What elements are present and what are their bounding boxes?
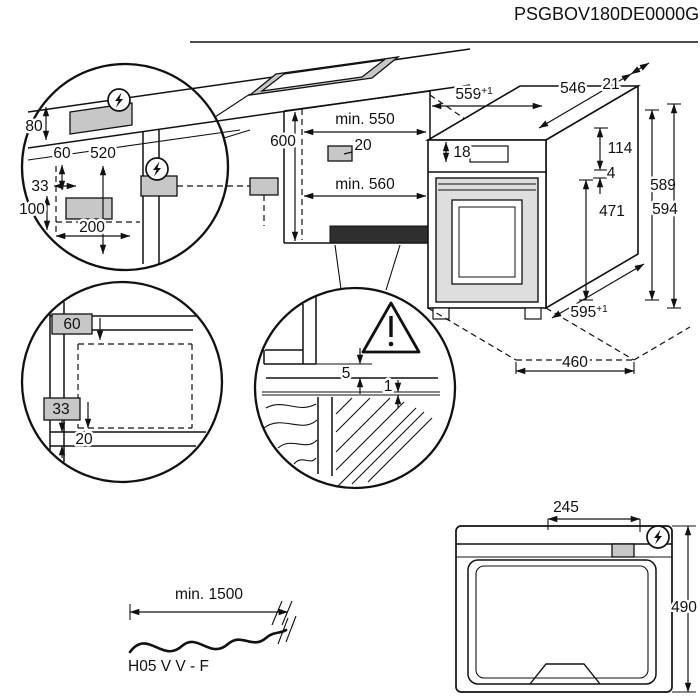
dim-door-height: 471 — [599, 203, 625, 220]
dim-niche-min-depth: min. 560 — [335, 176, 395, 193]
spacer-block — [327, 145, 353, 162]
break-mark — [281, 600, 293, 626]
warning-triangle-icon — [361, 301, 421, 354]
callout-front-detail: 60 33 20 — [20, 280, 224, 484]
counter-back-edge — [27, 48, 471, 113]
dim-33: 33 — [31, 178, 48, 195]
dim-top-clearance: 18 — [453, 144, 470, 161]
leader-to-gap-detail-2 — [385, 244, 401, 291]
connection-box — [611, 543, 635, 558]
mount-point-top — [51, 313, 93, 335]
leader-to-wall-detail — [214, 93, 251, 118]
plinth-band — [329, 225, 431, 244]
fan-housing — [529, 663, 601, 685]
part-code: PSGBOV180DE0000G — [514, 4, 699, 24]
floor-projection: 460 — [427, 307, 691, 375]
dim-bottom-width: 595+1 — [570, 304, 608, 321]
dim-niche-gap: 20 — [354, 137, 372, 154]
dim-height-a: 589 — [650, 177, 676, 194]
leader-to-wall-detail-2 — [223, 129, 251, 139]
kitchen-scene: min. 550 600 20 min. 560 — [27, 41, 698, 291]
dim-connection-offset: 245 — [553, 499, 579, 516]
dim-front-33: 33 — [52, 401, 69, 418]
oven-foot-right — [524, 307, 542, 320]
power-connection-icon — [145, 157, 169, 181]
cavity-inner — [475, 565, 649, 679]
dim-top-depth: 546 — [560, 80, 586, 97]
dim-base-depth: 460 — [562, 354, 588, 371]
cable-curve — [128, 628, 288, 654]
dim-gap-1: 1 — [384, 378, 393, 395]
section-hatch — [335, 397, 433, 487]
callout-wall-detail: 80 60 520 33 100 200 — [17, 62, 230, 272]
counter-front-face — [27, 129, 241, 161]
door-window — [451, 199, 523, 285]
part-code-text: PSGBOV180DE0000G — [514, 4, 699, 24]
cavity-outline — [467, 559, 657, 685]
dim-520: 520 — [90, 145, 116, 162]
cable-cut-mark — [277, 617, 289, 645]
power-cable: min. 1500 H05 V V - F — [128, 586, 297, 675]
hob-cutout — [247, 56, 401, 96]
cable-cut-mark — [285, 615, 297, 643]
dim-60: 60 — [53, 145, 71, 162]
dim-height-b: 594 — [652, 201, 678, 218]
dim-seam-gap: 4 — [607, 165, 616, 182]
dim-panel-height: 114 — [608, 140, 633, 157]
dim-100: 100 — [19, 201, 45, 218]
control-display — [469, 145, 509, 163]
break-mark — [271, 600, 283, 626]
dim-top-view-depth: 490 — [671, 599, 697, 616]
leader-to-gap-detail — [334, 244, 342, 290]
power-connection-icon — [107, 88, 131, 112]
dim-80: 80 — [25, 118, 43, 135]
cable-type: H05 V V - F — [128, 658, 209, 675]
dim-oven-width: 559+1 — [455, 86, 493, 103]
oven-niche: min. 550 600 20 min. 560 — [268, 90, 431, 244]
dim-gap-5: 5 — [342, 365, 351, 382]
dim-niche-height: 600 — [270, 133, 296, 150]
callout-gap-detail: 5 1 — [253, 286, 457, 490]
dim-front-20: 20 — [75, 431, 93, 448]
power-connection-icon — [646, 525, 670, 549]
gap-detail-circle — [253, 286, 457, 490]
oven-foot-left — [432, 307, 450, 320]
dim-back-gap: 21 — [602, 76, 619, 93]
oven-isometric: 559+1 546 21 18 114 4 471 589 594 595+1 — [425, 62, 681, 324]
wall-detail-circle — [20, 62, 230, 272]
door-window-inner — [458, 206, 516, 278]
outlet-box-lower — [65, 197, 113, 220]
dim-niche-min-width: min. 550 — [335, 111, 395, 128]
hidden-outlet-box — [249, 177, 279, 196]
cable-min-length: min. 1500 — [175, 586, 243, 603]
front-detail-circle — [20, 280, 224, 484]
top-view: 245 490 — [455, 497, 700, 693]
dim-front-60: 60 — [63, 316, 81, 333]
dim-200: 200 — [79, 219, 105, 236]
